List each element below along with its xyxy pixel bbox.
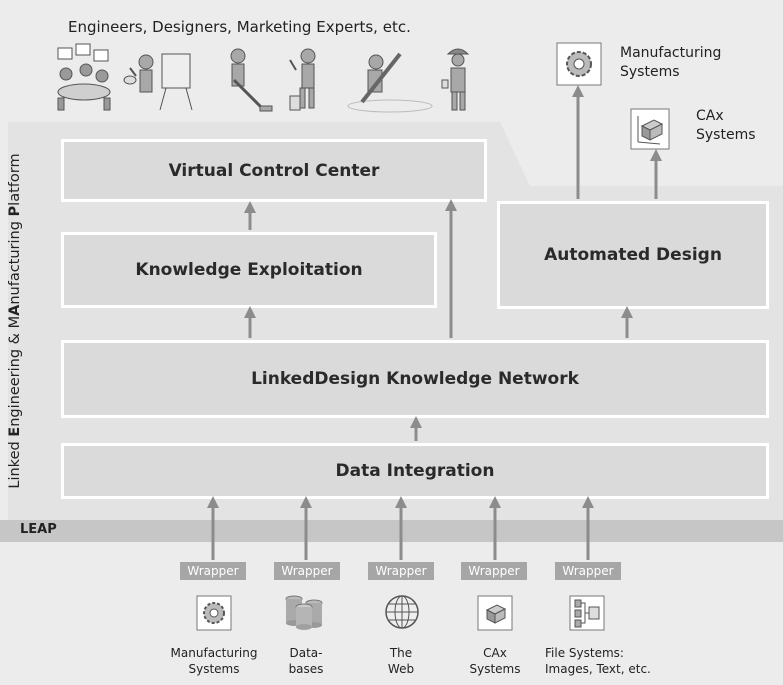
source-label-databases: Data-bases — [288, 646, 324, 676]
user-figures — [57, 43, 470, 113]
gear-icon — [556, 42, 602, 86]
virtual-control-center-box: Virtual Control Center — [61, 139, 487, 202]
designer-pencil-icon — [347, 52, 433, 113]
sweeper-icon — [230, 48, 273, 112]
wrapper-label: Wrapper — [555, 562, 621, 580]
knowledge-exploitation-box: Knowledge Exploitation — [61, 232, 437, 308]
leap-label: LEAP — [20, 522, 57, 537]
automated-design-box: Automated Design — [497, 201, 769, 309]
meeting-users-icon — [57, 43, 111, 111]
wrapper-label: Wrapper — [274, 562, 340, 580]
engineer-icon — [441, 48, 470, 111]
knowledge-network-box: LinkedDesign Knowledge Network — [61, 340, 769, 418]
tools-worker-icon — [289, 48, 316, 111]
wrapper-label: Wrapper — [461, 562, 527, 580]
painter-icon — [123, 53, 193, 111]
data-integration-box: Data Integration — [61, 443, 769, 499]
users-label: Engineers, Designers, Marketing Experts,… — [68, 18, 411, 36]
globe-icon — [385, 595, 419, 629]
file-system-icon — [569, 595, 605, 631]
wrapper-label: Wrapper — [180, 562, 246, 580]
database-icon — [285, 595, 323, 630]
cax-icon — [630, 108, 670, 150]
cax-icon — [477, 595, 513, 631]
gear-icon — [196, 595, 232, 631]
wrapper-label: Wrapper — [368, 562, 434, 580]
source-label-file-systems: File Systems:Images, Text, etc. — [545, 646, 651, 676]
